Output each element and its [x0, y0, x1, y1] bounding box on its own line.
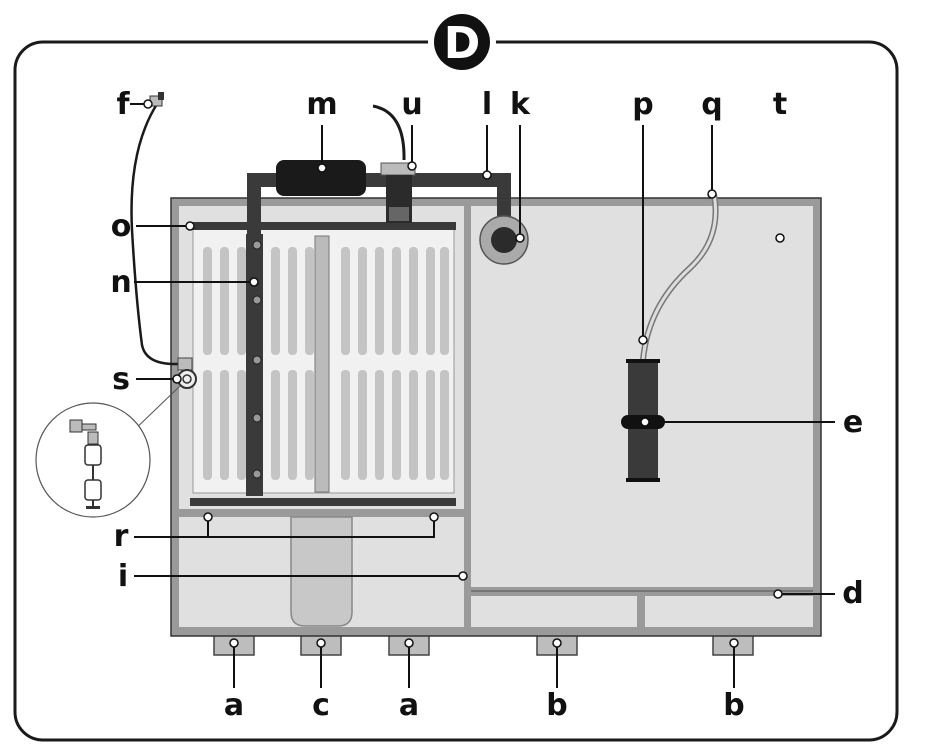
- drum-slots: [203, 247, 449, 480]
- nozzle: [252, 240, 262, 250]
- motor: [276, 160, 366, 196]
- drum-slot: [288, 247, 297, 355]
- drum-slot: [305, 370, 314, 480]
- nozzle: [252, 469, 262, 479]
- label-s: s: [112, 362, 130, 397]
- drum-center-bar: [314, 235, 330, 493]
- label-d: d: [842, 576, 863, 611]
- leader-lines: [130, 103, 835, 688]
- label-r: r: [114, 519, 129, 554]
- drum-slot: [288, 370, 297, 480]
- right-lower-compartment-1: [471, 596, 637, 627]
- drum-slot: [271, 247, 280, 355]
- label-k: k: [510, 87, 531, 122]
- drum-slot: [375, 370, 384, 480]
- section-badge: D: [428, 8, 496, 76]
- label-l: l: [482, 87, 492, 122]
- right-lower-compartment-2: [645, 596, 813, 627]
- label-o: o: [111, 209, 132, 244]
- drum-slot: [426, 247, 435, 355]
- section-badge-label: D: [444, 18, 481, 69]
- nozzle: [252, 355, 262, 365]
- spray-nozzles: [252, 240, 262, 479]
- float-switch-detail-icon: [69, 419, 102, 509]
- sensor-cable: [130, 103, 179, 366]
- drum-slot: [440, 247, 449, 355]
- label-f: f: [116, 87, 130, 122]
- drum-slot: [375, 247, 384, 355]
- label-b-right: b: [723, 688, 744, 723]
- drum-slot: [203, 370, 212, 480]
- hopper: [290, 516, 353, 627]
- label-q: q: [701, 87, 722, 122]
- label-n: n: [110, 265, 131, 300]
- manifold-pipe: [247, 173, 511, 236]
- drum-slot: [409, 370, 418, 480]
- label-p: p: [632, 87, 653, 122]
- outlet-fitting: [479, 215, 529, 265]
- float-switch: [177, 357, 197, 389]
- nozzle: [252, 295, 262, 305]
- label-c: c: [312, 688, 330, 723]
- drum-slot: [220, 370, 229, 480]
- drum-slot: [392, 247, 401, 355]
- drum-slot: [409, 247, 418, 355]
- label-a-right: a: [399, 688, 419, 723]
- drum-slot: [220, 247, 229, 355]
- label-e: e: [843, 405, 863, 440]
- drum-slot: [305, 247, 314, 355]
- drum-slot: [426, 370, 435, 480]
- drum-slot: [341, 247, 350, 355]
- drum-slot: [358, 370, 367, 480]
- drum-slot: [440, 370, 449, 480]
- label-b-left: b: [546, 688, 567, 723]
- drum-slot: [358, 247, 367, 355]
- drum-slot: [271, 370, 280, 480]
- drum-slot: [237, 370, 246, 480]
- drum-slot: [203, 247, 212, 355]
- spray-pipe: [246, 234, 263, 496]
- label-a-left: a: [224, 688, 244, 723]
- hose-inner: [641, 193, 718, 361]
- drum-slot: [392, 370, 401, 480]
- nozzle: [252, 413, 262, 423]
- leader-dots: [143, 99, 785, 648]
- label-i: i: [118, 559, 128, 594]
- label-t: t: [773, 87, 787, 122]
- drum-slot: [237, 247, 246, 355]
- label-u: u: [401, 87, 422, 122]
- label-m: m: [306, 87, 337, 122]
- drum-slot: [341, 370, 350, 480]
- valve: [372, 104, 416, 223]
